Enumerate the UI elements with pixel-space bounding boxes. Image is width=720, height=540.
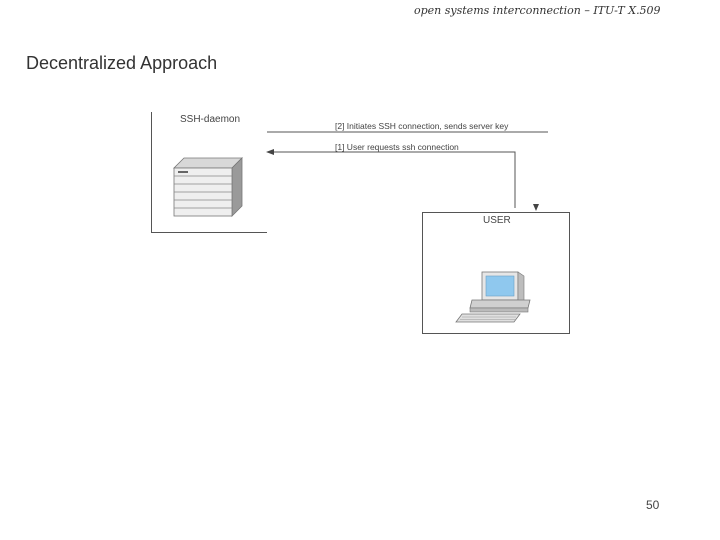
arrowhead-left-icon: [266, 149, 274, 155]
arrowhead-down-icon: [533, 204, 539, 211]
server-icon: [174, 158, 242, 216]
message-1-line: [270, 152, 515, 208]
computer-icon: [456, 272, 530, 322]
